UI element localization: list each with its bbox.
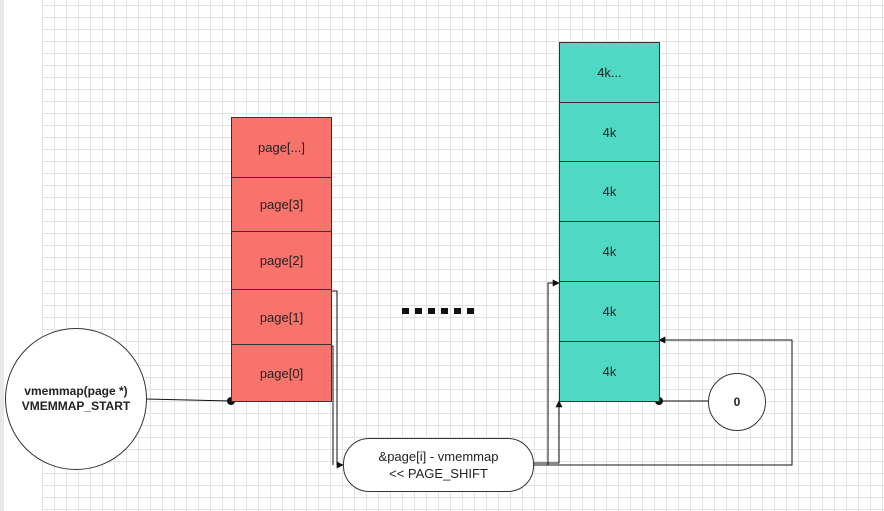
edge-loop-to-mem5 xyxy=(533,336,793,466)
page-entry-0: page[0] xyxy=(231,344,332,402)
edge-page1-to-formula xyxy=(331,290,344,469)
page-entry-label: page[3] xyxy=(259,197,304,212)
page-entry-2: page[2] xyxy=(231,231,332,290)
memory-block: 4k xyxy=(559,102,660,162)
left-edge-strip xyxy=(0,0,4,511)
vmemmap-start-label: VMEMMAP_START xyxy=(21,399,131,413)
formula-line-2: << PAGE_SHIFT xyxy=(389,466,488,481)
memory-block-ellipsis: 4k... xyxy=(559,42,660,103)
page-entry-label: page[...] xyxy=(258,140,305,155)
page-entry-ellipsis: page[...] xyxy=(231,117,332,178)
zero-label: 0 xyxy=(733,394,741,409)
dot xyxy=(441,308,448,314)
memory-block: 4k xyxy=(559,161,660,222)
page-entry-1: page[1] xyxy=(231,289,332,345)
memory-block: 4k xyxy=(559,221,660,282)
edge-vmemmap-to-page0 xyxy=(145,398,232,402)
edge-formula-to-mem4 xyxy=(533,279,560,466)
page-entry-label: page[1] xyxy=(259,309,304,325)
page-entry-label: page[0] xyxy=(259,365,304,381)
dot xyxy=(454,308,461,314)
edge-formula-to-mem6-bottom xyxy=(533,400,563,464)
formula-line-1: &page[i] - vmemmap xyxy=(378,449,499,464)
memory-block-label: 4k xyxy=(602,364,617,379)
memory-block: 4k xyxy=(559,281,660,342)
pfn-formula-node: &page[i] - vmemmap << PAGE_SHIFT xyxy=(343,438,534,492)
memory-block-label: 4k xyxy=(602,244,617,259)
memory-block: 4k xyxy=(559,341,660,402)
dot xyxy=(467,308,474,314)
page-entry-3: page[3] xyxy=(231,177,332,232)
vmemmap-start-node: vmemmap(page *) VMEMMAP_START xyxy=(5,328,147,470)
zero-node: 0 xyxy=(708,373,766,431)
memory-block-label: 4k... xyxy=(597,65,622,80)
continuation-dots xyxy=(402,308,474,314)
dot xyxy=(402,308,409,314)
vmemmap-label: vmemmap(page *) xyxy=(24,384,128,398)
memory-block-label: 4k xyxy=(602,124,617,140)
dot xyxy=(428,308,435,314)
memory-block-label: 4k xyxy=(602,184,617,199)
page-entry-label: page[2] xyxy=(259,253,304,268)
dot xyxy=(415,308,422,314)
memory-block-label: 4k xyxy=(602,304,617,319)
